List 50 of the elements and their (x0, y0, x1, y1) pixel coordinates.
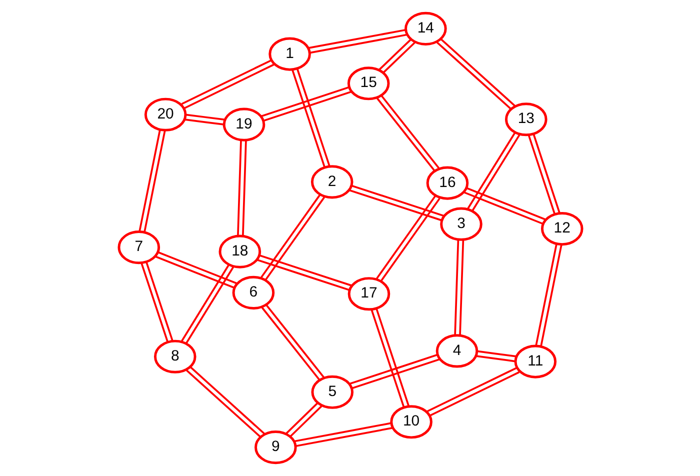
connector (454, 240, 464, 336)
connector (260, 194, 324, 281)
node-ellipse: 20 (144, 98, 186, 132)
connector (185, 366, 264, 438)
connector (436, 38, 515, 110)
connector (463, 186, 545, 225)
connector (476, 350, 516, 362)
node-ellipse: 2 (310, 165, 353, 199)
connector (349, 354, 440, 390)
node-ellipse: 16 (426, 166, 468, 200)
node-ellipse: 1 (268, 37, 310, 71)
node-ellipse: 11 (514, 344, 556, 378)
connector (154, 251, 236, 289)
node-ellipse: 5 (310, 375, 354, 409)
connector (260, 86, 351, 122)
node-ellipse: 13 (504, 102, 547, 136)
node-ellipse: 14 (404, 12, 446, 46)
node-ellipse: 9 (254, 430, 296, 464)
connector (349, 184, 444, 222)
node-ellipse: 4 (435, 334, 478, 368)
connector (285, 402, 322, 438)
node-ellipse: 8 (153, 340, 196, 374)
connector (236, 140, 246, 236)
connector (184, 114, 224, 126)
node-ellipse: 6 (232, 276, 274, 310)
node-ellipse: 10 (390, 405, 432, 439)
node-ellipse: 12 (540, 212, 583, 246)
connector (527, 134, 560, 215)
connector (261, 304, 324, 381)
connector (426, 366, 520, 417)
connector (376, 94, 439, 172)
node-ellipse: 19 (222, 108, 265, 142)
node-ellipse: 15 (346, 66, 390, 100)
connector (466, 132, 520, 212)
connector (291, 68, 330, 168)
node-ellipse: 17 (347, 277, 390, 311)
connector (180, 264, 234, 344)
connector (138, 130, 166, 232)
connector (370, 308, 410, 408)
connector (180, 59, 274, 110)
connector (376, 195, 440, 282)
connector (256, 254, 352, 292)
connector (308, 28, 406, 54)
node-ellipse: 7 (117, 230, 160, 264)
connector (534, 244, 562, 346)
node-ellipse: 3 (440, 207, 482, 241)
connector (294, 422, 392, 448)
node-ellipse: 18 (218, 234, 261, 268)
connector (140, 261, 173, 342)
connector (378, 38, 415, 74)
